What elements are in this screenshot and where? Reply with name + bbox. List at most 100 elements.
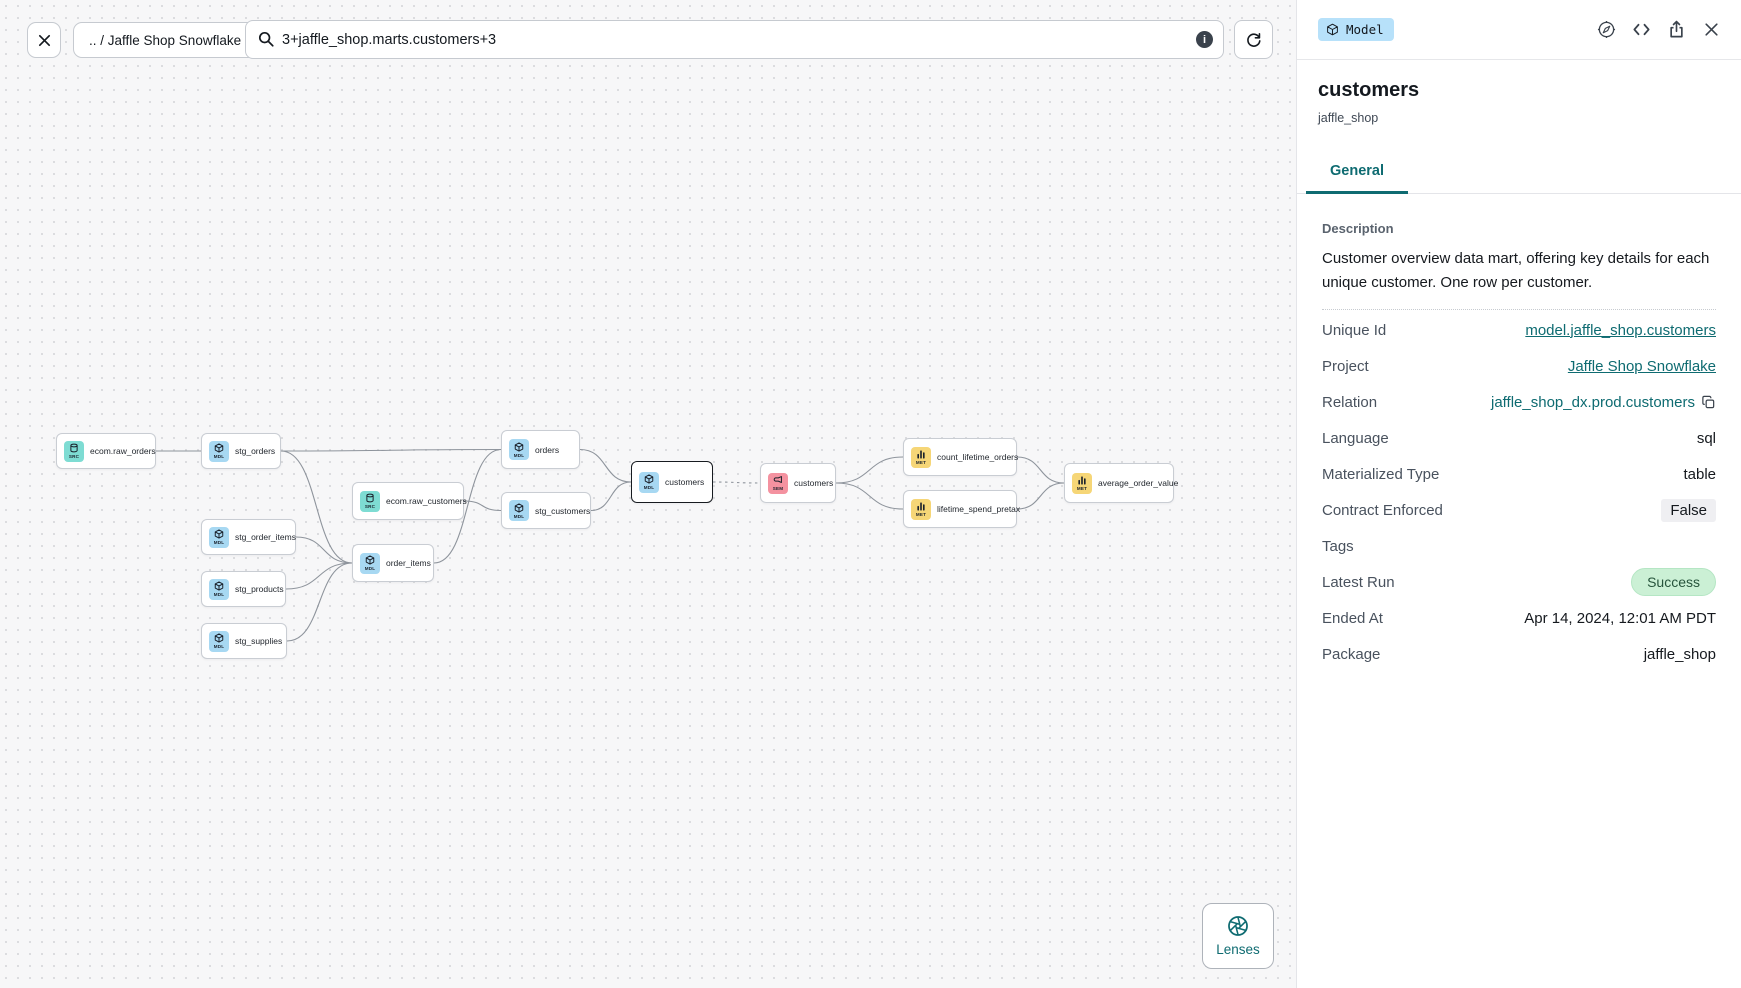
field-value: Jaffle Shop Snowflake: [1568, 358, 1716, 375]
field-row: Package jaffle_shop: [1322, 636, 1716, 672]
field-row: Language sql: [1322, 420, 1716, 456]
panel-tabs: General: [1297, 162, 1741, 194]
lineage-node-raw_orders[interactable]: SRC ecom.raw_orders: [56, 433, 156, 469]
mdl-icon: MDL: [209, 526, 229, 548]
node-label: stg_supplies: [235, 636, 283, 646]
breadcrumb-label: .. / Jaffle Shop Snowflake: [89, 32, 242, 48]
field-row: Project Jaffle Shop Snowflake: [1322, 348, 1716, 384]
node-label: customers: [665, 477, 705, 487]
field-label: Contract Enforced: [1322, 501, 1443, 519]
lineage-node-stg_order_items[interactable]: MDL stg_order_items: [201, 519, 296, 555]
node-label: ecom.raw_customers: [386, 496, 467, 506]
field-label: Relation: [1322, 393, 1378, 411]
field-value: Apr 14, 2024, 12:01 AM PDT: [1524, 609, 1716, 627]
node-label: ecom.raw_orders: [90, 446, 156, 456]
field-label: Project: [1322, 357, 1369, 375]
node-label: lifetime_spend_pretax: [937, 504, 1021, 514]
lenses-label: Lenses: [1216, 942, 1260, 957]
field-row: Contract Enforced False: [1322, 492, 1716, 528]
sem-icon: SEM: [768, 472, 788, 494]
lineage-node-customers[interactable]: MDL customers: [631, 461, 713, 503]
lineage-node-order_items[interactable]: MDL order_items: [352, 544, 434, 582]
field-label: Materialized Type: [1322, 465, 1440, 483]
mdl-icon: MDL: [639, 471, 659, 493]
field-value: jaffle_shop: [1643, 645, 1716, 663]
field-label: Language: [1322, 429, 1389, 447]
node-label: stg_orders: [235, 446, 276, 456]
close-panel-icon[interactable]: [1701, 20, 1721, 40]
lenses-button[interactable]: Lenses: [1202, 903, 1274, 969]
mdl-icon: MDL: [360, 552, 380, 574]
node-label: stg_order_items: [235, 532, 296, 542]
field-value: model.jaffle_shop.customers: [1525, 322, 1716, 339]
divider: [1322, 309, 1716, 310]
mdl-icon: MDL: [509, 500, 529, 521]
met-icon: MET: [911, 498, 931, 520]
field-row: Ended At Apr 14, 2024, 12:01 AM PDT: [1322, 600, 1716, 636]
lineage-node-average_order_value[interactable]: MET average_order_value: [1064, 463, 1178, 503]
field-label: Unique Id: [1322, 321, 1387, 339]
field-row: Relation jaffle_shop_dx.prod.customers: [1322, 384, 1716, 420]
lineage-node-count_lifetime_orders[interactable]: MET count_lifetime_orders: [903, 438, 1019, 476]
field-label: Ended At: [1322, 609, 1383, 627]
close-lineage-button[interactable]: [27, 22, 61, 58]
field-row: Latest Run Success: [1322, 564, 1716, 600]
lineage-node-stg_orders[interactable]: MDL stg_orders: [201, 433, 281, 469]
lineage-search[interactable]: i: [245, 20, 1224, 59]
info-icon[interactable]: i: [1196, 31, 1213, 48]
node-label: stg_customers: [535, 505, 591, 516]
field-link[interactable]: model.jaffle_shop.customers: [1525, 321, 1716, 339]
refresh-icon: [1247, 32, 1261, 47]
src-icon: SRC: [64, 440, 84, 462]
met-icon: MET: [911, 446, 931, 468]
share-icon[interactable]: [1666, 20, 1686, 40]
close-icon: [38, 34, 50, 46]
description-text: Customer overview data mart, offering ke…: [1322, 250, 1710, 291]
met-icon: MET: [1072, 472, 1092, 494]
node-label: count_lifetime_orders: [937, 452, 1019, 462]
mdl-icon: MDL: [209, 630, 229, 652]
field-row: Tags: [1322, 528, 1716, 564]
explore-compass-icon[interactable]: [1596, 20, 1616, 40]
mdl-icon: MDL: [209, 440, 229, 462]
field-value: jaffle_shop_dx.prod.customers: [1491, 394, 1716, 411]
details-panel: Model: [1296, 0, 1741, 988]
mdl-icon: MDL: [209, 578, 229, 600]
lineage-node-stg_supplies[interactable]: MDL stg_supplies: [201, 623, 287, 659]
contract-badge: False: [1661, 498, 1716, 522]
tab-general[interactable]: General: [1306, 163, 1408, 194]
breadcrumb[interactable]: .. / Jaffle Shop Snowflake: [73, 22, 258, 58]
lenses-aperture-icon: [1228, 916, 1248, 936]
node-label: average_order_value: [1098, 478, 1179, 488]
copy-icon[interactable]: [1701, 395, 1716, 410]
refresh-button[interactable]: [1234, 20, 1273, 59]
field-label: Package: [1322, 645, 1381, 663]
field-row: Materialized Type table: [1322, 456, 1716, 492]
node-label: order_items: [386, 558, 431, 568]
lineage-node-stg_customers[interactable]: MDL stg_customers: [501, 492, 591, 529]
node-label: stg_products: [235, 584, 284, 594]
node-label: customers: [794, 478, 834, 488]
package-subtitle: jaffle_shop: [1318, 111, 1379, 125]
status-badge: Success: [1631, 568, 1716, 596]
code-icon[interactable]: [1631, 20, 1651, 40]
field-value: table: [1683, 465, 1716, 483]
page-title: customers: [1318, 79, 1420, 101]
field-value: False: [1661, 498, 1716, 522]
node-label: orders: [535, 444, 560, 455]
search-input[interactable]: [282, 31, 1189, 48]
search-icon: [258, 31, 274, 47]
description-label: Description: [1322, 221, 1394, 236]
lineage-node-customers_sem[interactable]: SEM customers: [760, 463, 836, 503]
field-label: Latest Run: [1322, 573, 1395, 591]
field-link[interactable]: Jaffle Shop Snowflake: [1567, 357, 1716, 375]
lineage-node-stg_products[interactable]: MDL stg_products: [201, 571, 286, 607]
field-value: sql: [1696, 429, 1716, 447]
panel-header: Model: [1297, 0, 1741, 60]
lineage-node-lifetime_spend_pretax[interactable]: MET lifetime_spend_pretax: [903, 490, 1021, 528]
resource-type-label: Model: [1346, 22, 1384, 37]
